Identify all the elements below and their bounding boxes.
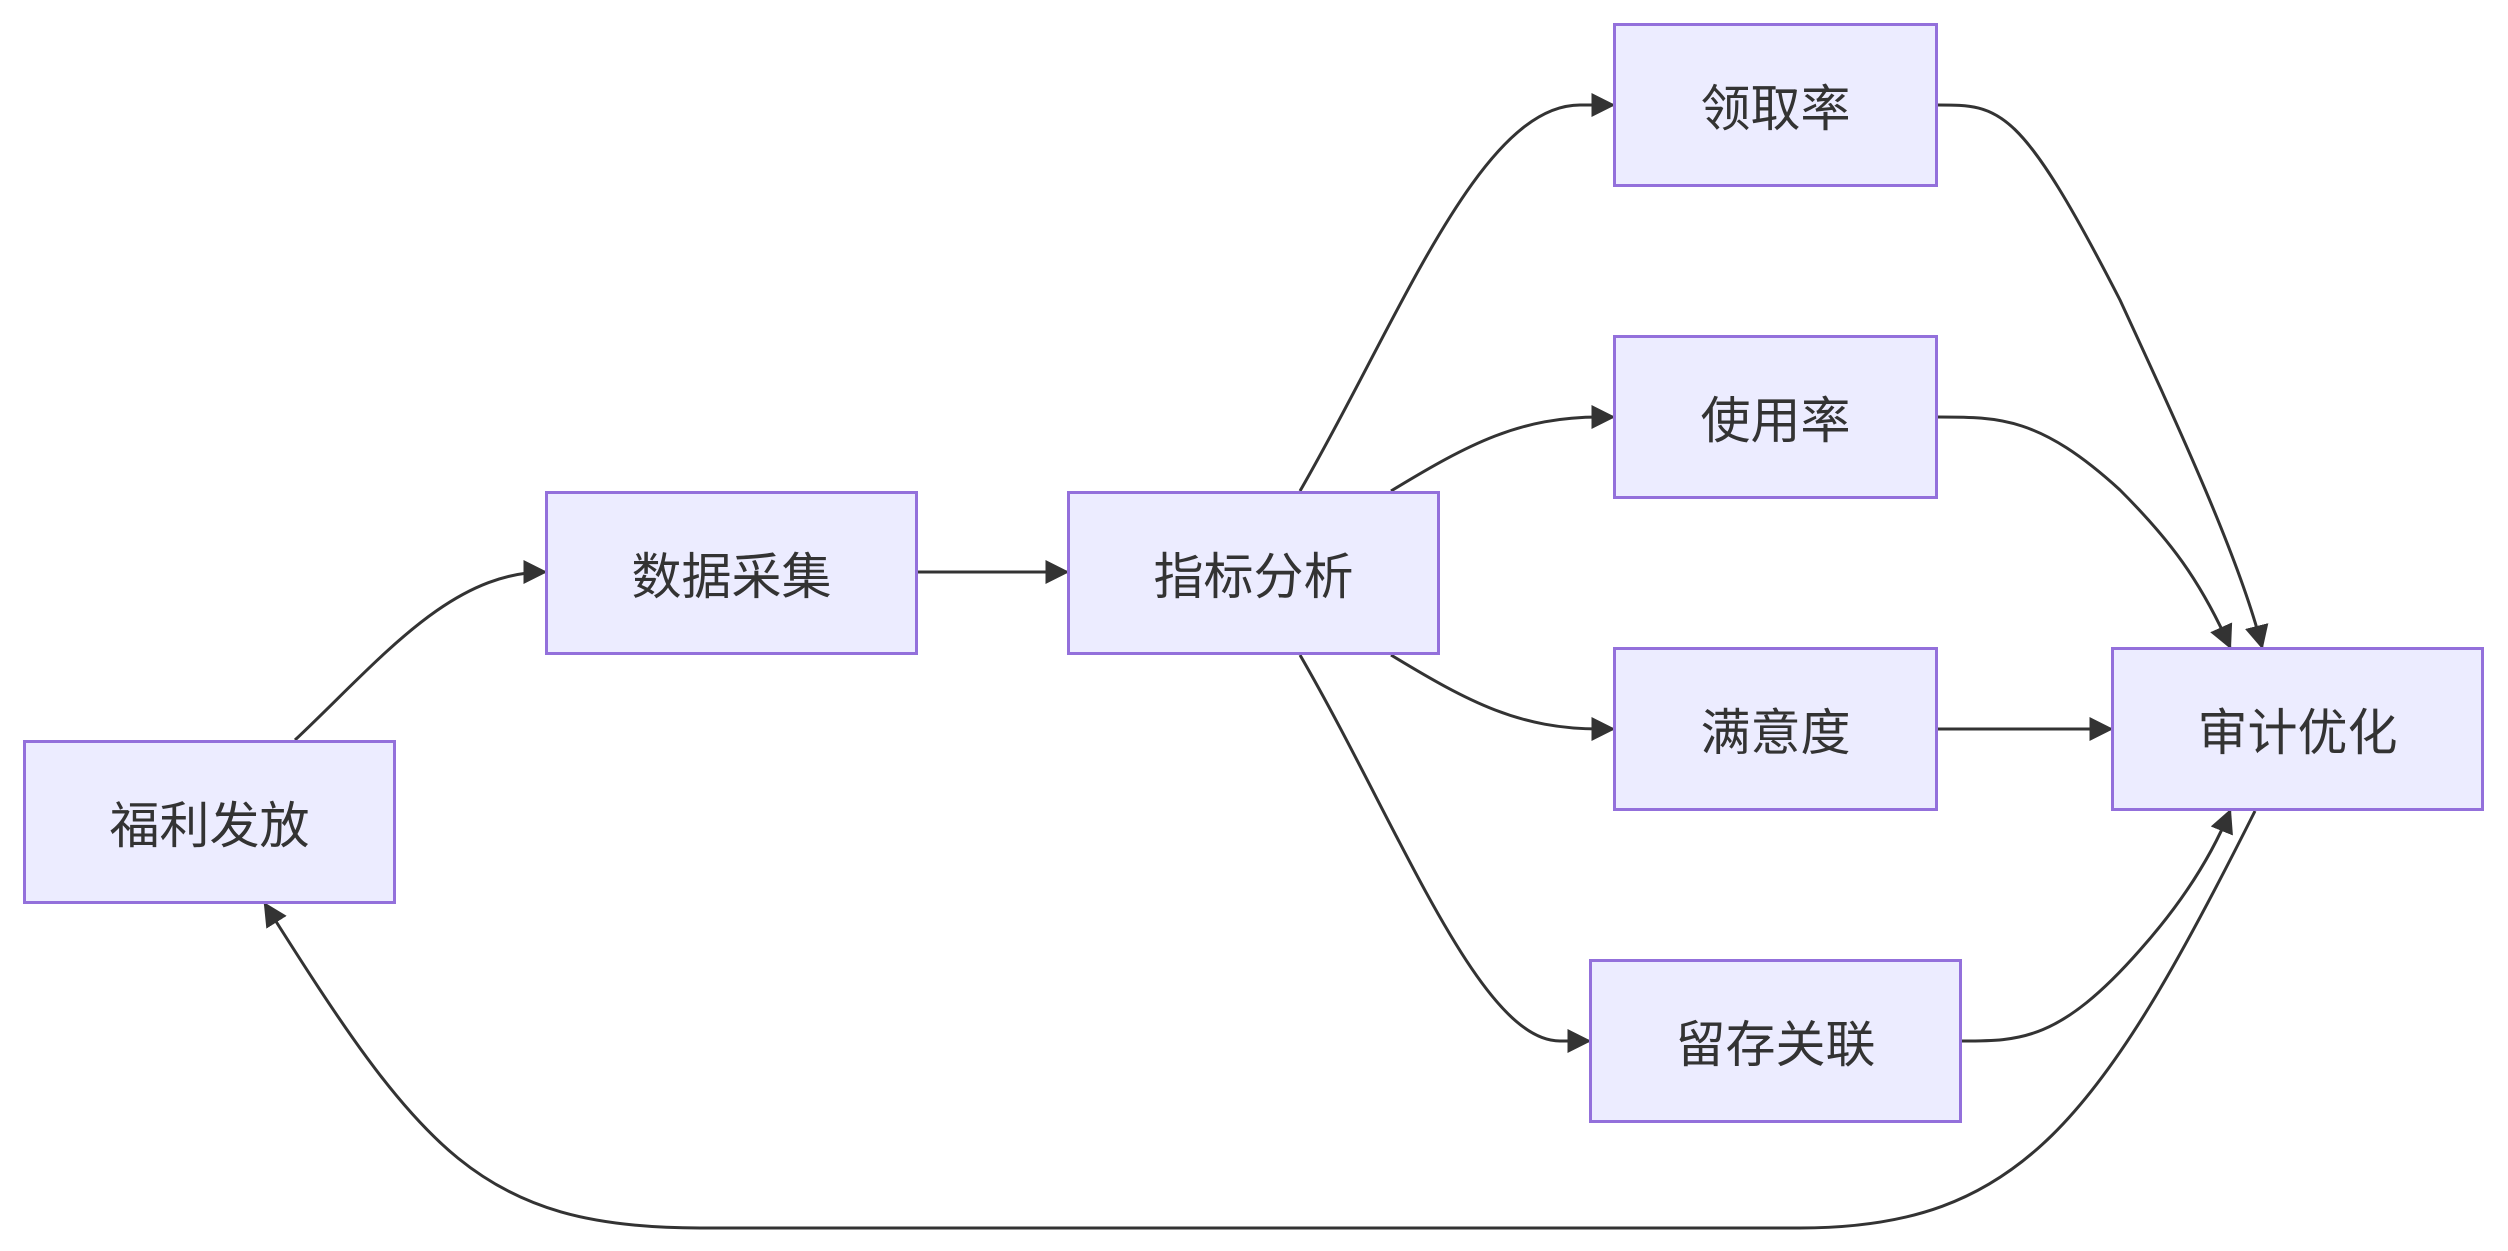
node-label: 领取率: [1700, 80, 1851, 138]
node-label: 满意度: [1700, 704, 1851, 762]
node-shiyong[interactable]: 使用率: [1613, 335, 1938, 499]
node-shuju[interactable]: 数据采集: [545, 491, 918, 655]
edge-zhibiao-to-lingqu: [1298, 93, 1616, 492]
node-label: 指标分析: [1153, 548, 1354, 606]
node-liucun[interactable]: 留存关联: [1589, 959, 1962, 1123]
edge-zhibiao-to-manyi: [1390, 653, 1616, 741]
node-label: 福利发放: [109, 797, 310, 855]
node-label: 数据采集: [631, 548, 832, 606]
edge-zhibiao-to-liucun: [1298, 654, 1592, 1053]
edge-fuli-to-shuju: [293, 560, 548, 742]
edge-zhibiao-to-shiyong: [1390, 405, 1616, 493]
node-label: 审计优化: [2197, 704, 2398, 762]
edge-liucun-to-shenji: [1961, 808, 2233, 1043]
node-zhibiao[interactable]: 指标分析: [1067, 491, 1440, 655]
node-label: 留存关联: [1675, 1016, 1876, 1074]
node-manyi[interactable]: 满意度: [1613, 647, 1938, 811]
node-label: 使用率: [1700, 392, 1851, 450]
node-lingqu[interactable]: 领取率: [1613, 23, 1938, 187]
node-fuli[interactable]: 福利发放: [23, 740, 396, 904]
edge-lingqu-to-shenji: [1937, 103, 2269, 650]
edge-shenji-to-fuli: [263, 810, 2257, 1230]
node-shenji[interactable]: 审计优化: [2111, 647, 2484, 811]
edge-shiyong-to-shenji: [1937, 415, 2233, 650]
